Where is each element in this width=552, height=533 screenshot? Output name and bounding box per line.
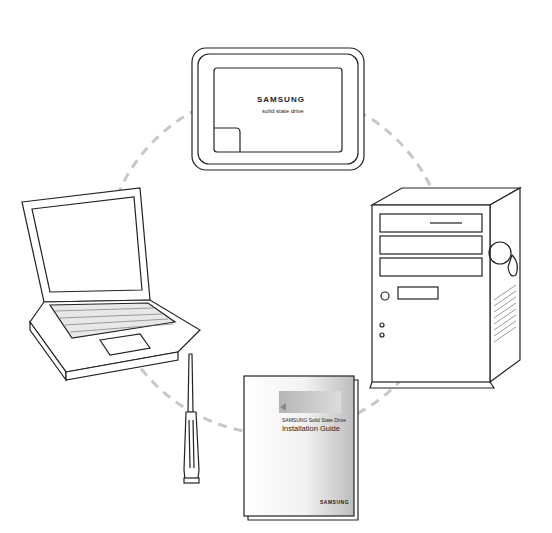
guide-subtitle: SAMSUNG Solid State Drive (282, 418, 346, 424)
guide-logo: SAMSUNG (320, 500, 349, 506)
brand-label: SAMSUNG (257, 96, 305, 105)
product-label: solid state drive (262, 108, 304, 115)
screwdriver (184, 354, 199, 483)
laptop (22, 188, 200, 380)
installation-guide (244, 376, 358, 520)
guide-title: Installation Guide (282, 425, 340, 433)
desktop-tower (370, 188, 520, 388)
ssd-drawing (192, 48, 364, 170)
